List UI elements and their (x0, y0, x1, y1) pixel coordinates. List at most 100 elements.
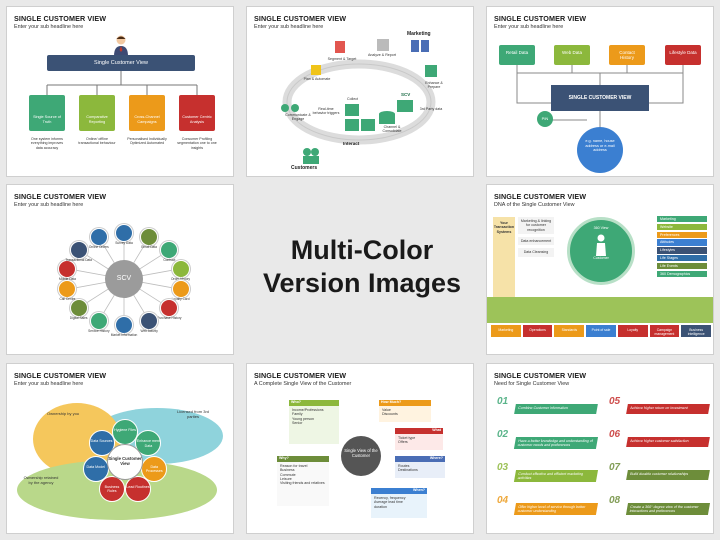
why-item: Commute (280, 472, 296, 477)
slide-1-thumbnail[interactable]: SINGLE CUSTOMER VIEW Enter your sub head… (6, 6, 234, 177)
petal-label: Lead Routines (126, 485, 150, 490)
gallery-heading: Multi-Color Version Images (248, 234, 476, 300)
where-item: Destinations (398, 468, 418, 473)
feature-card: Comparative Reporting (79, 95, 115, 131)
bottom-bar-item: Operations (522, 325, 553, 337)
need-number: 01 (497, 396, 509, 407)
slide-subtitle: Enter your sub headline here (14, 381, 84, 387)
bottom-bar-item: Campaign management (649, 325, 680, 337)
howmuch-item: Discounts (382, 412, 398, 417)
card-desc: Consumer Profiling segmentation one to o… (177, 137, 217, 150)
when-item: duration (374, 504, 387, 509)
hub-label: Single View of the Customer (344, 448, 378, 459)
slide-subtitle: Enter your sub headline here (254, 24, 324, 30)
hub-label: SCV (116, 275, 132, 282)
slide-title: SINGLE CUSTOMER VIEW (254, 371, 347, 380)
who-label: Who? (291, 400, 301, 404)
need-number: 04 (497, 495, 509, 506)
slide-subtitle: DNA of the Single Customer View (494, 202, 575, 208)
slide-4-thumbnail[interactable]: SINGLE CUSTOMER VIEW Enter your sub head… (6, 184, 234, 355)
source-label: Web Data (562, 50, 582, 55)
who-item: Young person (292, 416, 315, 421)
source-box: Retail Data (499, 45, 535, 65)
who-item: Senior (292, 420, 303, 425)
when-label: When? (413, 488, 425, 492)
spoke-label: Purchase History (157, 315, 182, 320)
need-item: Combine Customer information (514, 404, 598, 414)
spoke-label: Loyalty Card (171, 297, 190, 302)
spoke-node (115, 316, 133, 335)
cycle-label-customers: Customers (291, 165, 318, 171)
slide-title: SINGLE CUSTOMER VIEW (494, 14, 587, 23)
transaction-box: Your Transaction Systems (493, 217, 515, 297)
hub-label: Single Customer View (108, 456, 142, 467)
slide-subtitle: Enter your sub headline here (494, 24, 564, 30)
bottom-bar-item: Loyalty (617, 325, 648, 337)
source-label: Contact History (619, 50, 635, 60)
why-label: Why? (279, 456, 289, 460)
what-box: What Ticket type Offers (395, 428, 443, 450)
why-item: Reason for travel (280, 464, 308, 468)
slide-6-thumbnail[interactable]: SINGLE CUSTOMER VIEW Enter your sub head… (6, 363, 234, 534)
source-box: Lifestyle Data (665, 45, 701, 65)
bottom-bar-item: Point of sale (586, 325, 616, 337)
cycle-label: Enhance & Prepare (425, 81, 443, 90)
petal: Data Processes (141, 455, 168, 482)
petal: Data Model (82, 455, 109, 482)
petal: Lead Routines (125, 476, 152, 503)
banner-text: Single Customer View (93, 60, 148, 66)
need-item: Create a 360° degree view of the custome… (625, 503, 711, 515)
spoke-label: Online Orders (88, 245, 109, 250)
cycle-label: Communicate & Engage (285, 113, 311, 122)
source-box: Contact History (609, 45, 645, 65)
howmuch-label: How Much? (381, 400, 402, 404)
feature-card: Single Source of Truth (29, 95, 65, 131)
slide-3-thumbnail[interactable]: SINGLE CUSTOMER VIEW Enter your sub head… (486, 6, 714, 177)
bottom-bar-item: Business intelligence (681, 325, 712, 337)
cycle-label: Plan & Automate (303, 77, 331, 81)
card-desc: One system informs everything improves d… (30, 137, 64, 150)
spoke-label: Call Centre (59, 297, 76, 302)
petal-label: Business Rules (104, 485, 120, 494)
why-item: Leisure (280, 476, 292, 481)
heading-line-2: Version Images (262, 268, 462, 298)
pin-circle: PIN (537, 111, 553, 127)
spoke-node (69, 298, 88, 317)
pin-label: PIN (541, 116, 549, 121)
licensed-label: Licensed from 3rd parties (176, 409, 209, 419)
petal-label: Data Processes (145, 464, 163, 473)
card-desc: Online/ offline transactional behaviour (78, 137, 116, 146)
when-box: When? Recency, frequency Average lead ti… (371, 488, 427, 518)
spoke-label: Digital Sales (69, 315, 88, 320)
bottom-bar-item: Marketing (491, 325, 521, 337)
cycle-label-interact: Interact (343, 141, 360, 146)
cycle-label: 3rd Party data (419, 107, 443, 111)
need-number: 08 (609, 495, 621, 506)
flow-connectors (516, 65, 684, 131)
when-item: Recency, frequency (374, 496, 406, 500)
slide-subtitle: Need for Single Customer View (494, 381, 570, 387)
spoke-label: Transactional Data (65, 258, 92, 263)
spoke-node (160, 241, 179, 260)
spoke-node (58, 259, 77, 278)
card-title: Single Source of Truth (33, 115, 61, 124)
slide-8-thumbnail[interactable]: SINGLE CUSTOMER VIEW Need for Single Cus… (486, 363, 714, 534)
slide-7-thumbnail[interactable]: SINGLE CUSTOMER VIEW A Complete Single V… (246, 363, 474, 534)
spoke-label: Service History (88, 328, 110, 333)
slide-5-thumbnail[interactable]: SINGLE CUSTOMER VIEW DNA of the Single C… (486, 184, 714, 355)
where-item: Routes (398, 464, 410, 468)
need-number: 03 (497, 462, 509, 473)
cycle-label: Segment & Target (327, 57, 357, 61)
right-list-item: Life Events (657, 262, 707, 270)
who-item: Family (292, 412, 303, 417)
spoke-label: Contract (163, 258, 176, 263)
spoke-node (160, 298, 179, 317)
slide-2-thumbnail[interactable]: SINGLE CUSTOMER VIEW Enter your sub head… (246, 6, 474, 177)
need-item: Build durable customer relationships (626, 470, 710, 480)
hub-circle: Single Customer View (107, 444, 143, 480)
spoke-node (171, 259, 190, 278)
hub-circle: SCV (105, 260, 143, 298)
spoke-label: Order History (171, 276, 190, 281)
spoke-node (140, 311, 159, 330)
